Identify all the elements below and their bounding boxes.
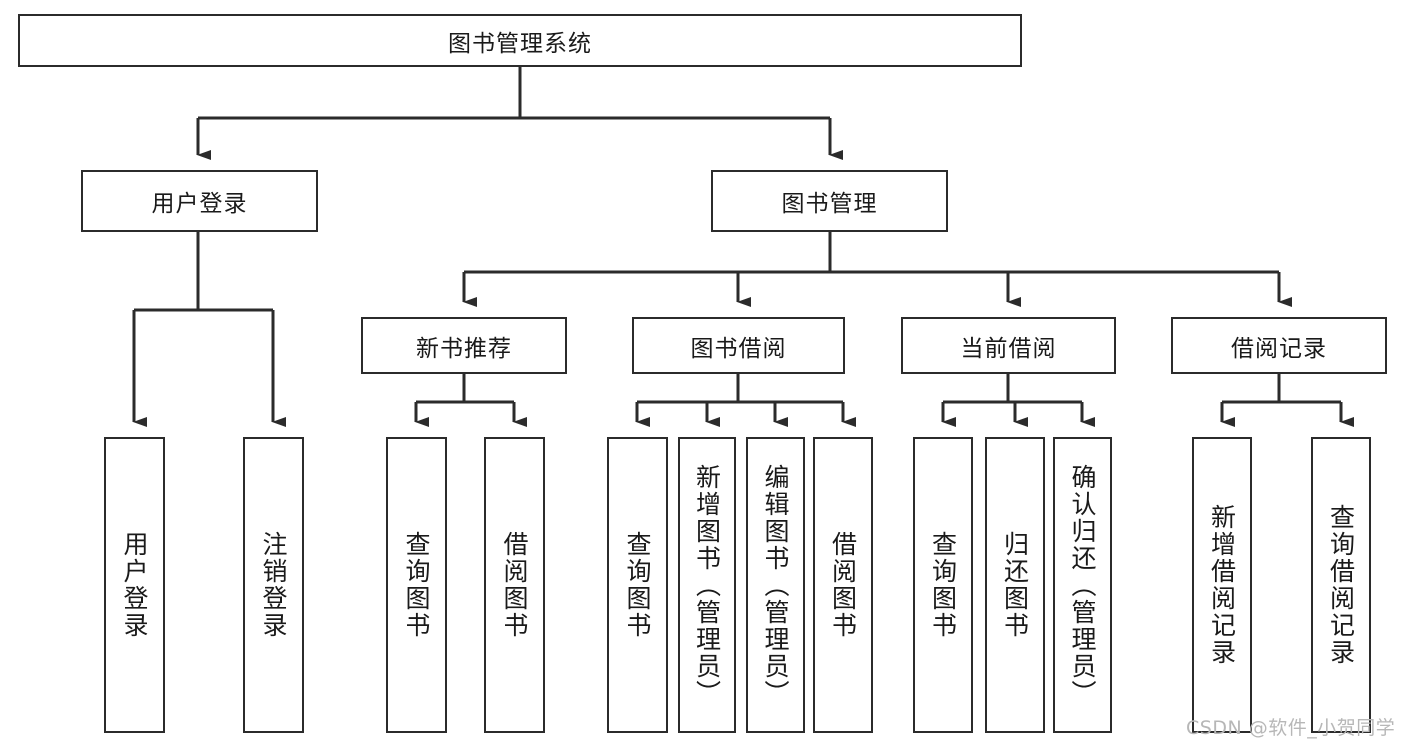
leaf-borrow-book-recommend[interactable]: 借阅图书 bbox=[484, 437, 545, 733]
node-label: 借阅图书 bbox=[500, 531, 529, 639]
leaf-return-book[interactable]: 归还图书 bbox=[985, 437, 1045, 733]
node-label: 注销登录 bbox=[259, 531, 288, 639]
node-book-management[interactable]: 图书管理 bbox=[711, 170, 948, 232]
node-borrow-record[interactable]: 借阅记录 bbox=[1171, 317, 1387, 374]
leaf-edit-book-admin[interactable]: 编辑图书（管理员） bbox=[746, 437, 805, 733]
node-label: 归还图书 bbox=[1000, 531, 1030, 639]
node-label: 图书管理系统 bbox=[448, 30, 592, 57]
node-label: 图书管理 bbox=[781, 191, 878, 217]
node-root-book-management-system[interactable]: 图书管理系统 bbox=[18, 14, 1022, 67]
leaf-confirm-return-admin[interactable]: 确认归还（管理员） bbox=[1053, 437, 1112, 733]
node-label: 查询借阅记录 bbox=[1326, 504, 1356, 666]
leaf-query-borrow-record[interactable]: 查询借阅记录 bbox=[1311, 437, 1371, 733]
node-label: 查询图书 bbox=[402, 531, 431, 639]
node-label: 图书借阅 bbox=[690, 335, 787, 362]
leaf-add-book-admin[interactable]: 新增图书（管理员） bbox=[678, 437, 736, 733]
leaf-user-login[interactable]: 用户登录 bbox=[104, 437, 165, 733]
leaf-borrow-book[interactable]: 借阅图书 bbox=[813, 437, 873, 733]
node-label: 确认归还（管理员） bbox=[1068, 463, 1097, 707]
node-label: 编辑图书（管理员） bbox=[761, 463, 790, 707]
node-new-book-recommend[interactable]: 新书推荐 bbox=[361, 317, 567, 374]
node-label: 查询图书 bbox=[928, 531, 958, 639]
node-label: 新增借阅记录 bbox=[1207, 504, 1237, 666]
csdn-watermark: CSDN @软件_小贺同学 bbox=[1186, 717, 1396, 739]
leaf-query-book-borrow[interactable]: 查询图书 bbox=[607, 437, 668, 733]
node-user-login[interactable]: 用户登录 bbox=[81, 170, 318, 232]
node-label: 当前借阅 bbox=[960, 335, 1057, 362]
node-label: 借阅记录 bbox=[1231, 335, 1327, 362]
node-label: 新书推荐 bbox=[416, 335, 512, 362]
node-label: 查询图书 bbox=[623, 531, 652, 639]
node-book-borrow[interactable]: 图书借阅 bbox=[632, 317, 845, 374]
leaf-add-borrow-record[interactable]: 新增借阅记录 bbox=[1192, 437, 1252, 733]
node-label: 新增图书（管理员） bbox=[692, 463, 722, 707]
node-current-borrow[interactable]: 当前借阅 bbox=[901, 317, 1116, 374]
node-label: 用户登录 bbox=[151, 191, 248, 217]
node-label: 借阅图书 bbox=[828, 531, 858, 639]
leaf-user-logout[interactable]: 注销登录 bbox=[243, 437, 304, 733]
leaf-query-book-recommend[interactable]: 查询图书 bbox=[386, 437, 447, 733]
node-label: 用户登录 bbox=[120, 531, 149, 639]
leaf-query-book-current[interactable]: 查询图书 bbox=[913, 437, 973, 733]
